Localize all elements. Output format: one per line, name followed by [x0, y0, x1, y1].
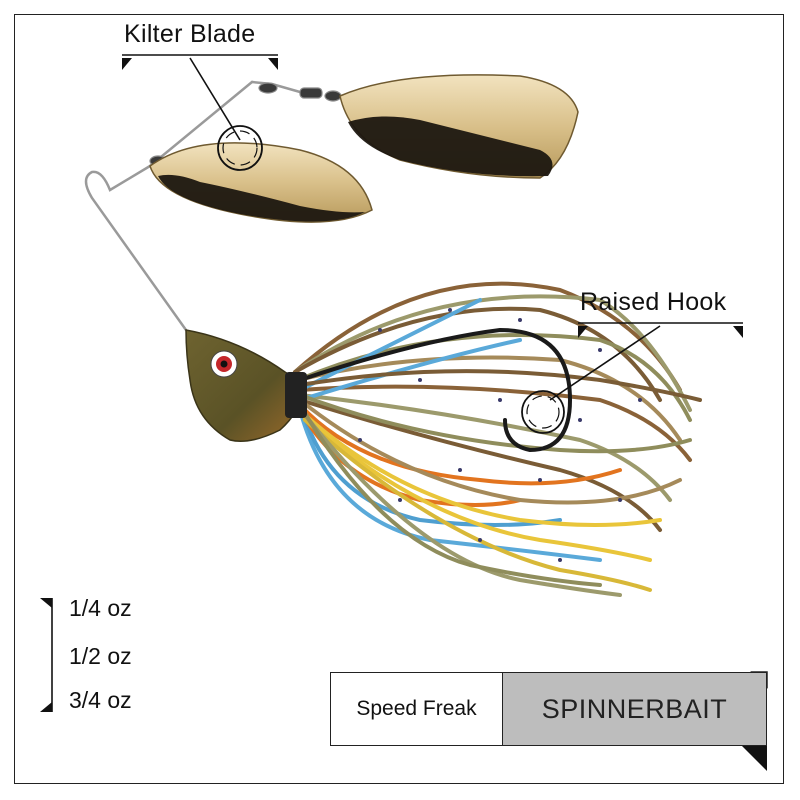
product-type-box: SPINNERBAIT [502, 672, 767, 746]
product-type: SPINNERBAIT [541, 693, 728, 724]
jig-head [185, 329, 307, 442]
weight-option: 1/2 oz [69, 643, 132, 669]
hook-callout-corner-left [578, 326, 588, 338]
kilter-blade-label: Kilter Blade [124, 20, 256, 48]
label-fold-bottom [742, 746, 767, 771]
product-name: Speed Freak [356, 697, 477, 720]
product-name-box: Speed Freak [330, 672, 503, 746]
hook-callout-marker [521, 322, 743, 434]
weight-bracket [40, 598, 53, 712]
raised-hook-label: Raised Hook [580, 288, 727, 316]
blade-callout-marker [122, 54, 278, 171]
back-willow-blade [339, 74, 579, 179]
blade-callout-corner-right [268, 58, 278, 70]
raised-hook [298, 327, 573, 453]
front-willow-blade [149, 142, 373, 223]
weight-option: 3/4 oz [69, 687, 132, 713]
weight-option: 1/4 oz [69, 595, 132, 621]
skirt-flake [358, 308, 642, 562]
image-frame [14, 14, 784, 784]
blade-callout-corner-left [122, 58, 132, 70]
hook-callout-corner-right [733, 326, 743, 338]
